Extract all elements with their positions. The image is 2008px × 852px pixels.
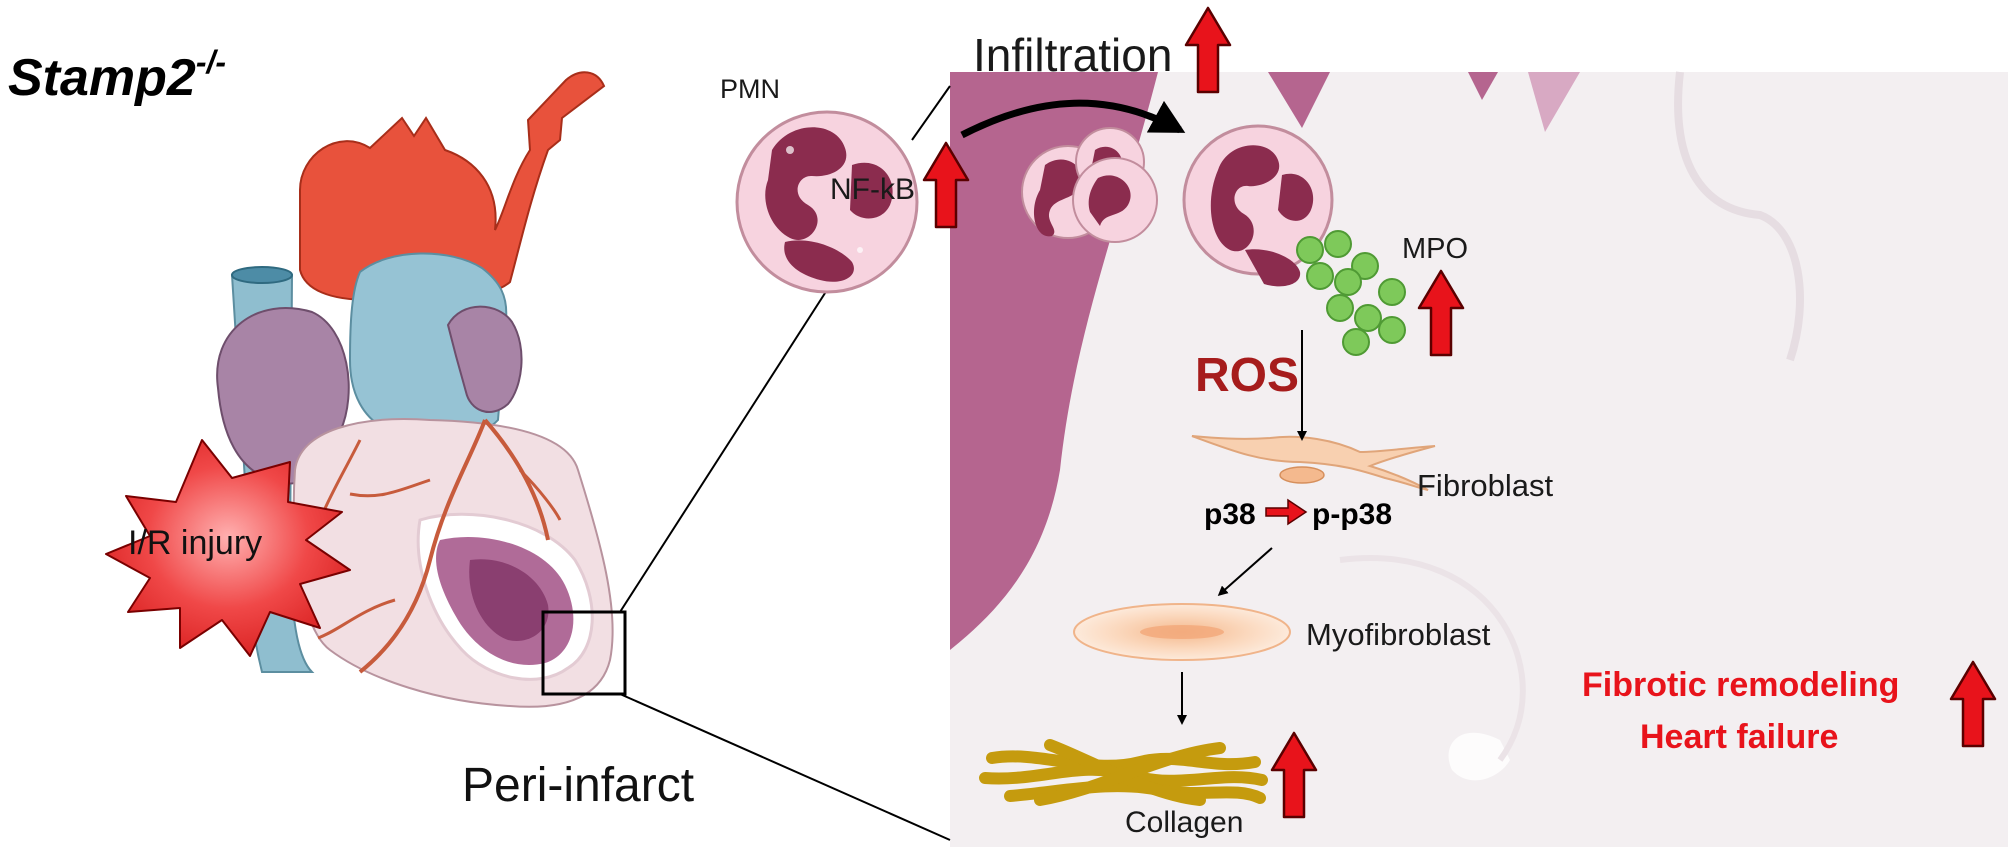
- mpo-granules: [1296, 230, 1406, 356]
- outcome-heart-failure: Heart failure: [1640, 718, 1839, 756]
- collagen-fibers: [979, 739, 1268, 806]
- collagen-label: Collagen: [1125, 806, 1244, 839]
- myofibroblast-label: Myofibroblast: [1306, 617, 1491, 652]
- neutrophil-cell-small: [1021, 127, 1158, 243]
- infiltration-label: Infiltration: [973, 29, 1173, 81]
- atrial-appendage: [446, 305, 523, 413]
- infiltration-arrow: [960, 99, 1186, 139]
- arrow-to-myofibroblast: [1217, 547, 1273, 596]
- p38-label: p38: [1204, 498, 1256, 531]
- heart-illustration: [216, 71, 614, 708]
- peri-infarct-label: Peri-infarct: [462, 759, 695, 812]
- ros-label: ROS: [1195, 349, 1300, 402]
- pmn-label: PMN: [720, 74, 780, 104]
- neutrophil-cell: [735, 110, 919, 294]
- p-p38-label: p-p38: [1312, 498, 1393, 531]
- neutrophil-cell-infiltrated: [1182, 124, 1334, 287]
- outcome-fibrotic-remodeling: Fibrotic remodeling: [1582, 666, 1900, 704]
- magnifier-box: [541, 610, 627, 696]
- page-title: Stamp2-/-: [8, 46, 226, 104]
- fibroblast-label: Fibroblast: [1417, 468, 1554, 503]
- phospho-arrow-icon: [1265, 498, 1308, 526]
- injury-label: I/R injury: [128, 524, 263, 562]
- tissue-tip: [1528, 72, 1580, 132]
- nfkb-label: NF-kB: [830, 173, 915, 206]
- mpo-label: MPO: [1402, 233, 1469, 265]
- tissue-tip: [1268, 72, 1330, 128]
- tissue-tip: [1468, 72, 1498, 100]
- starburst-shape: [105, 439, 351, 657]
- zoom-lines: [619, 85, 951, 841]
- gene-name: Stamp2: [8, 49, 196, 107]
- genotype-superscript: -/-: [195, 44, 227, 80]
